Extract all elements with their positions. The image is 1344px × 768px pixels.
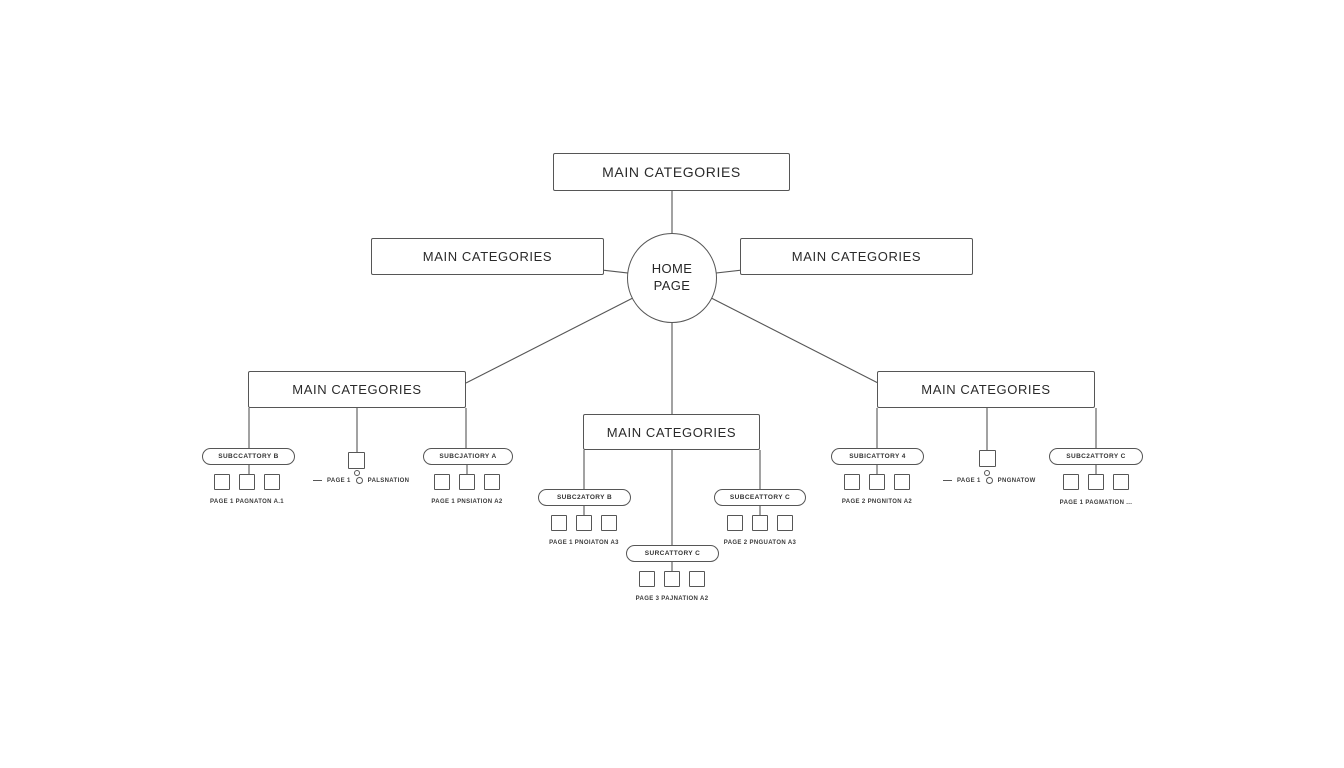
dash-icon (943, 480, 952, 481)
subcategory-pill: SUBCJATIORY A (423, 448, 513, 465)
page-thumbnails (727, 515, 793, 531)
main-category-box-right: MAIN CATEGORIES (740, 238, 973, 275)
page-thumbnails (639, 571, 705, 587)
pagination-caption: PAGE 3 PAJNATION A2 (635, 596, 709, 602)
page-thumbnail (894, 474, 910, 490)
main-category-box-left: MAIN CATEGORIES (371, 238, 604, 275)
pagination-square (979, 450, 996, 467)
pagination-legend: PAGE 1 PALSNATION (313, 477, 409, 484)
pagination-caption: PAGE 1 PNOIATON A3 (549, 540, 619, 546)
subcategory-pill: SUBICATTORY 4 (831, 448, 924, 465)
pagination-dot-icon (355, 477, 363, 484)
page-thumbnails (551, 515, 617, 531)
pagination-caption: PAGE 1 PAGNATON A.1 (210, 499, 284, 505)
pagination-square (348, 452, 365, 469)
page-thumbnail (434, 474, 450, 490)
page-thumbnail (844, 474, 860, 490)
subcategory-pill: SUBC2ATTORY C (1049, 448, 1143, 465)
page-thumbnail (689, 571, 705, 587)
page-thumbnail (459, 474, 475, 490)
page-thumbnails (214, 474, 280, 490)
page-thumbnail (601, 515, 617, 531)
pagination-dot-icon (354, 470, 360, 476)
pagination-caption: PAGE 2 PNGUATON A3 (723, 540, 797, 546)
home-page-node: HOME PAGE (627, 233, 717, 323)
page-thumbnail (639, 571, 655, 587)
subcategory-pill: SUBCEATTORY C (714, 489, 806, 506)
dash-icon (313, 480, 322, 481)
page-thumbnail (1088, 474, 1104, 490)
page-thumbnail (239, 474, 255, 490)
pagination-caption: PAGE 1 PNSIATION A2 (431, 499, 503, 505)
page-thumbnails (844, 474, 910, 490)
page-thumbnail (214, 474, 230, 490)
page-thumbnail (1063, 474, 1079, 490)
pagination-dot-icon (985, 477, 993, 484)
pagination-label: PALSNATION (367, 477, 410, 484)
pagination-caption: PAGE 2 PNGNITON A2 (841, 499, 913, 505)
page-thumbnail (264, 474, 280, 490)
pagination-page-label: PAGE 1 (957, 477, 981, 484)
main-category-box-top: MAIN CATEGORIES (553, 153, 790, 191)
page-thumbnail (869, 474, 885, 490)
page-thumbnail (752, 515, 768, 531)
subtree-left-category-box: MAIN CATEGORIES (248, 371, 466, 408)
page-thumbnail (727, 515, 743, 531)
page-thumbnails (1063, 474, 1129, 490)
pagination-label: PNGNATOW (997, 477, 1036, 484)
page-thumbnail (777, 515, 793, 531)
page-thumbnail (1113, 474, 1129, 490)
page-thumbnails (434, 474, 500, 490)
page-thumbnail (576, 515, 592, 531)
page-thumbnail (664, 571, 680, 587)
home-page-label: HOME PAGE (651, 261, 693, 293)
subtree-center-category-box: MAIN CATEGORIES (583, 414, 760, 450)
pagination-dot-icon (984, 470, 990, 476)
pagination-caption: PAGE 1 PAGMATION ... (1059, 500, 1133, 506)
pagination-legend: PAGE 1 PNGNATOW (943, 477, 1036, 484)
subcategory-pill: SUBC2ATORY B (538, 489, 631, 506)
page-thumbnail (484, 474, 500, 490)
page-thumbnail (551, 515, 567, 531)
subcategory-pill: SUBCCATTORY B (202, 448, 295, 465)
subtree-right-category-box: MAIN CATEGORIES (877, 371, 1095, 408)
pagination-page-label: PAGE 1 (327, 477, 351, 484)
subcategory-pill: SURCATTORY C (626, 545, 719, 562)
